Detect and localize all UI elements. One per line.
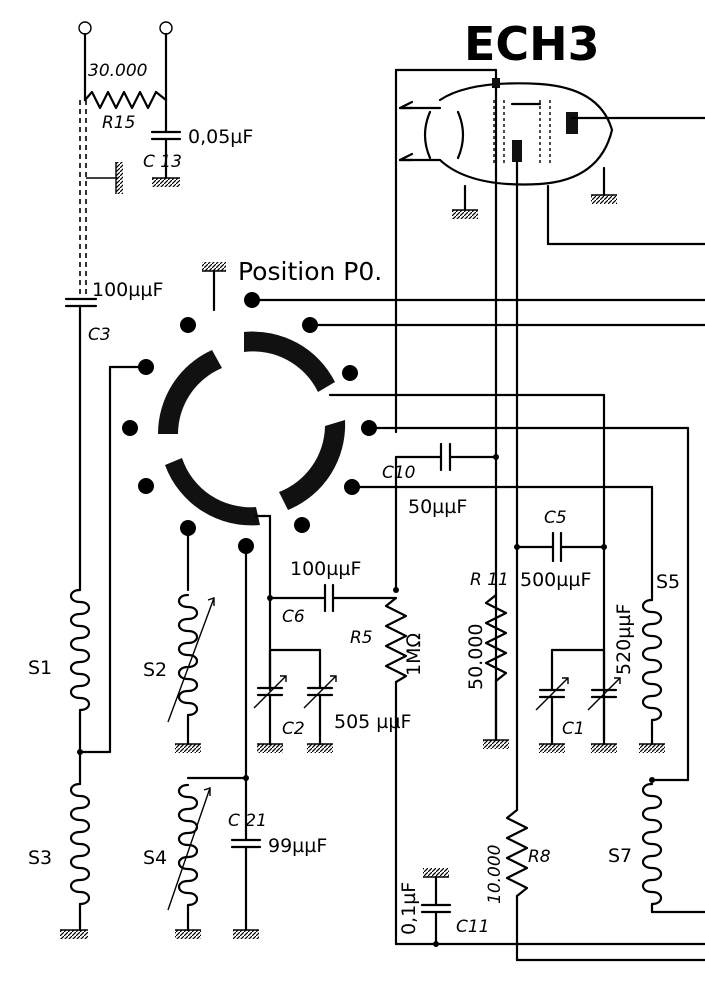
c10-value: 50µµF	[408, 496, 467, 518]
c5-label: C5	[544, 508, 567, 528]
coil-s5: S5	[639, 571, 680, 753]
r8-label: R8	[528, 847, 551, 867]
switch-position-label: Position P0.	[238, 257, 382, 286]
antenna-terminal-right	[159, 21, 173, 35]
capacitor-c21: C 21 99µµF	[228, 544, 327, 939]
c13-value: 0,05µF	[188, 126, 253, 148]
resistor-r15: 30.000 R15	[83, 61, 168, 133]
c5-value: 500µµF	[520, 569, 591, 591]
c3-label: C3	[88, 325, 111, 345]
c2-value: 505 µµF	[334, 711, 411, 733]
capacitor-c13: 0,05µF C 13	[143, 98, 253, 187]
s2-label: S2	[143, 659, 167, 681]
coil-s2: S2	[143, 526, 215, 753]
capacitor-c6: 100µµF C6	[267, 558, 398, 627]
r11-label: R 11	[470, 570, 509, 590]
s4-label: S4	[143, 847, 167, 869]
capacitor-c1: C1 520µµF	[535, 604, 635, 753]
c6-value: 100µµF	[290, 558, 361, 580]
c13-label: C 13	[143, 152, 182, 172]
shield-dashed	[79, 100, 123, 300]
antenna-terminals	[78, 21, 173, 102]
capacitor-c2: C2 505 µµF	[253, 648, 411, 753]
tube-name: ECH3	[464, 17, 600, 71]
c11-label: C11	[456, 917, 490, 937]
r5-label: R5	[350, 628, 373, 648]
r15-value: 30.000	[88, 61, 147, 81]
wavechange-switch: Position P0.	[78, 257, 705, 782]
c10-label: C10	[382, 463, 416, 483]
c2-label: C2	[282, 719, 305, 739]
resistor-r11: R 11 50.000	[465, 570, 509, 749]
capacitor-c10: C10 50µµF	[382, 442, 499, 518]
c21-value: 99µµF	[268, 835, 327, 857]
coil-s7: S7	[608, 777, 705, 914]
r15-label: R15	[102, 113, 135, 133]
capacitor-c11: C11 0,1µF	[398, 868, 490, 947]
s5-label: S5	[656, 571, 680, 593]
s7-label: S7	[608, 845, 632, 867]
c6-label: C6	[282, 607, 305, 627]
capacitor-c5: C5 500µµF	[514, 508, 607, 591]
r11-value: 50.000	[465, 624, 487, 690]
resistor-r8: R8 10.000	[485, 808, 705, 962]
c21-label: C 21	[228, 811, 267, 831]
coil-s4: S4	[143, 776, 248, 939]
s3-label: S3	[28, 847, 52, 869]
s1-label: S1	[28, 657, 52, 679]
capacitor-c3: 100µµF C3	[64, 279, 163, 592]
antenna-terminal-left	[78, 21, 92, 35]
r8-value: 10.000	[485, 845, 505, 904]
coil-s3: S3	[28, 782, 91, 939]
resistor-r5: R5 1MΩ	[350, 455, 705, 946]
c1-label: C1	[562, 719, 585, 739]
coil-s1: S1	[28, 588, 91, 786]
c1-value: 520µµF	[613, 604, 635, 675]
c3-value: 100µµF	[92, 279, 163, 301]
c11-value: 0,1µF	[398, 882, 420, 935]
tube-ech3: ECH3	[394, 17, 705, 434]
r5-value: 1MΩ	[403, 633, 425, 676]
